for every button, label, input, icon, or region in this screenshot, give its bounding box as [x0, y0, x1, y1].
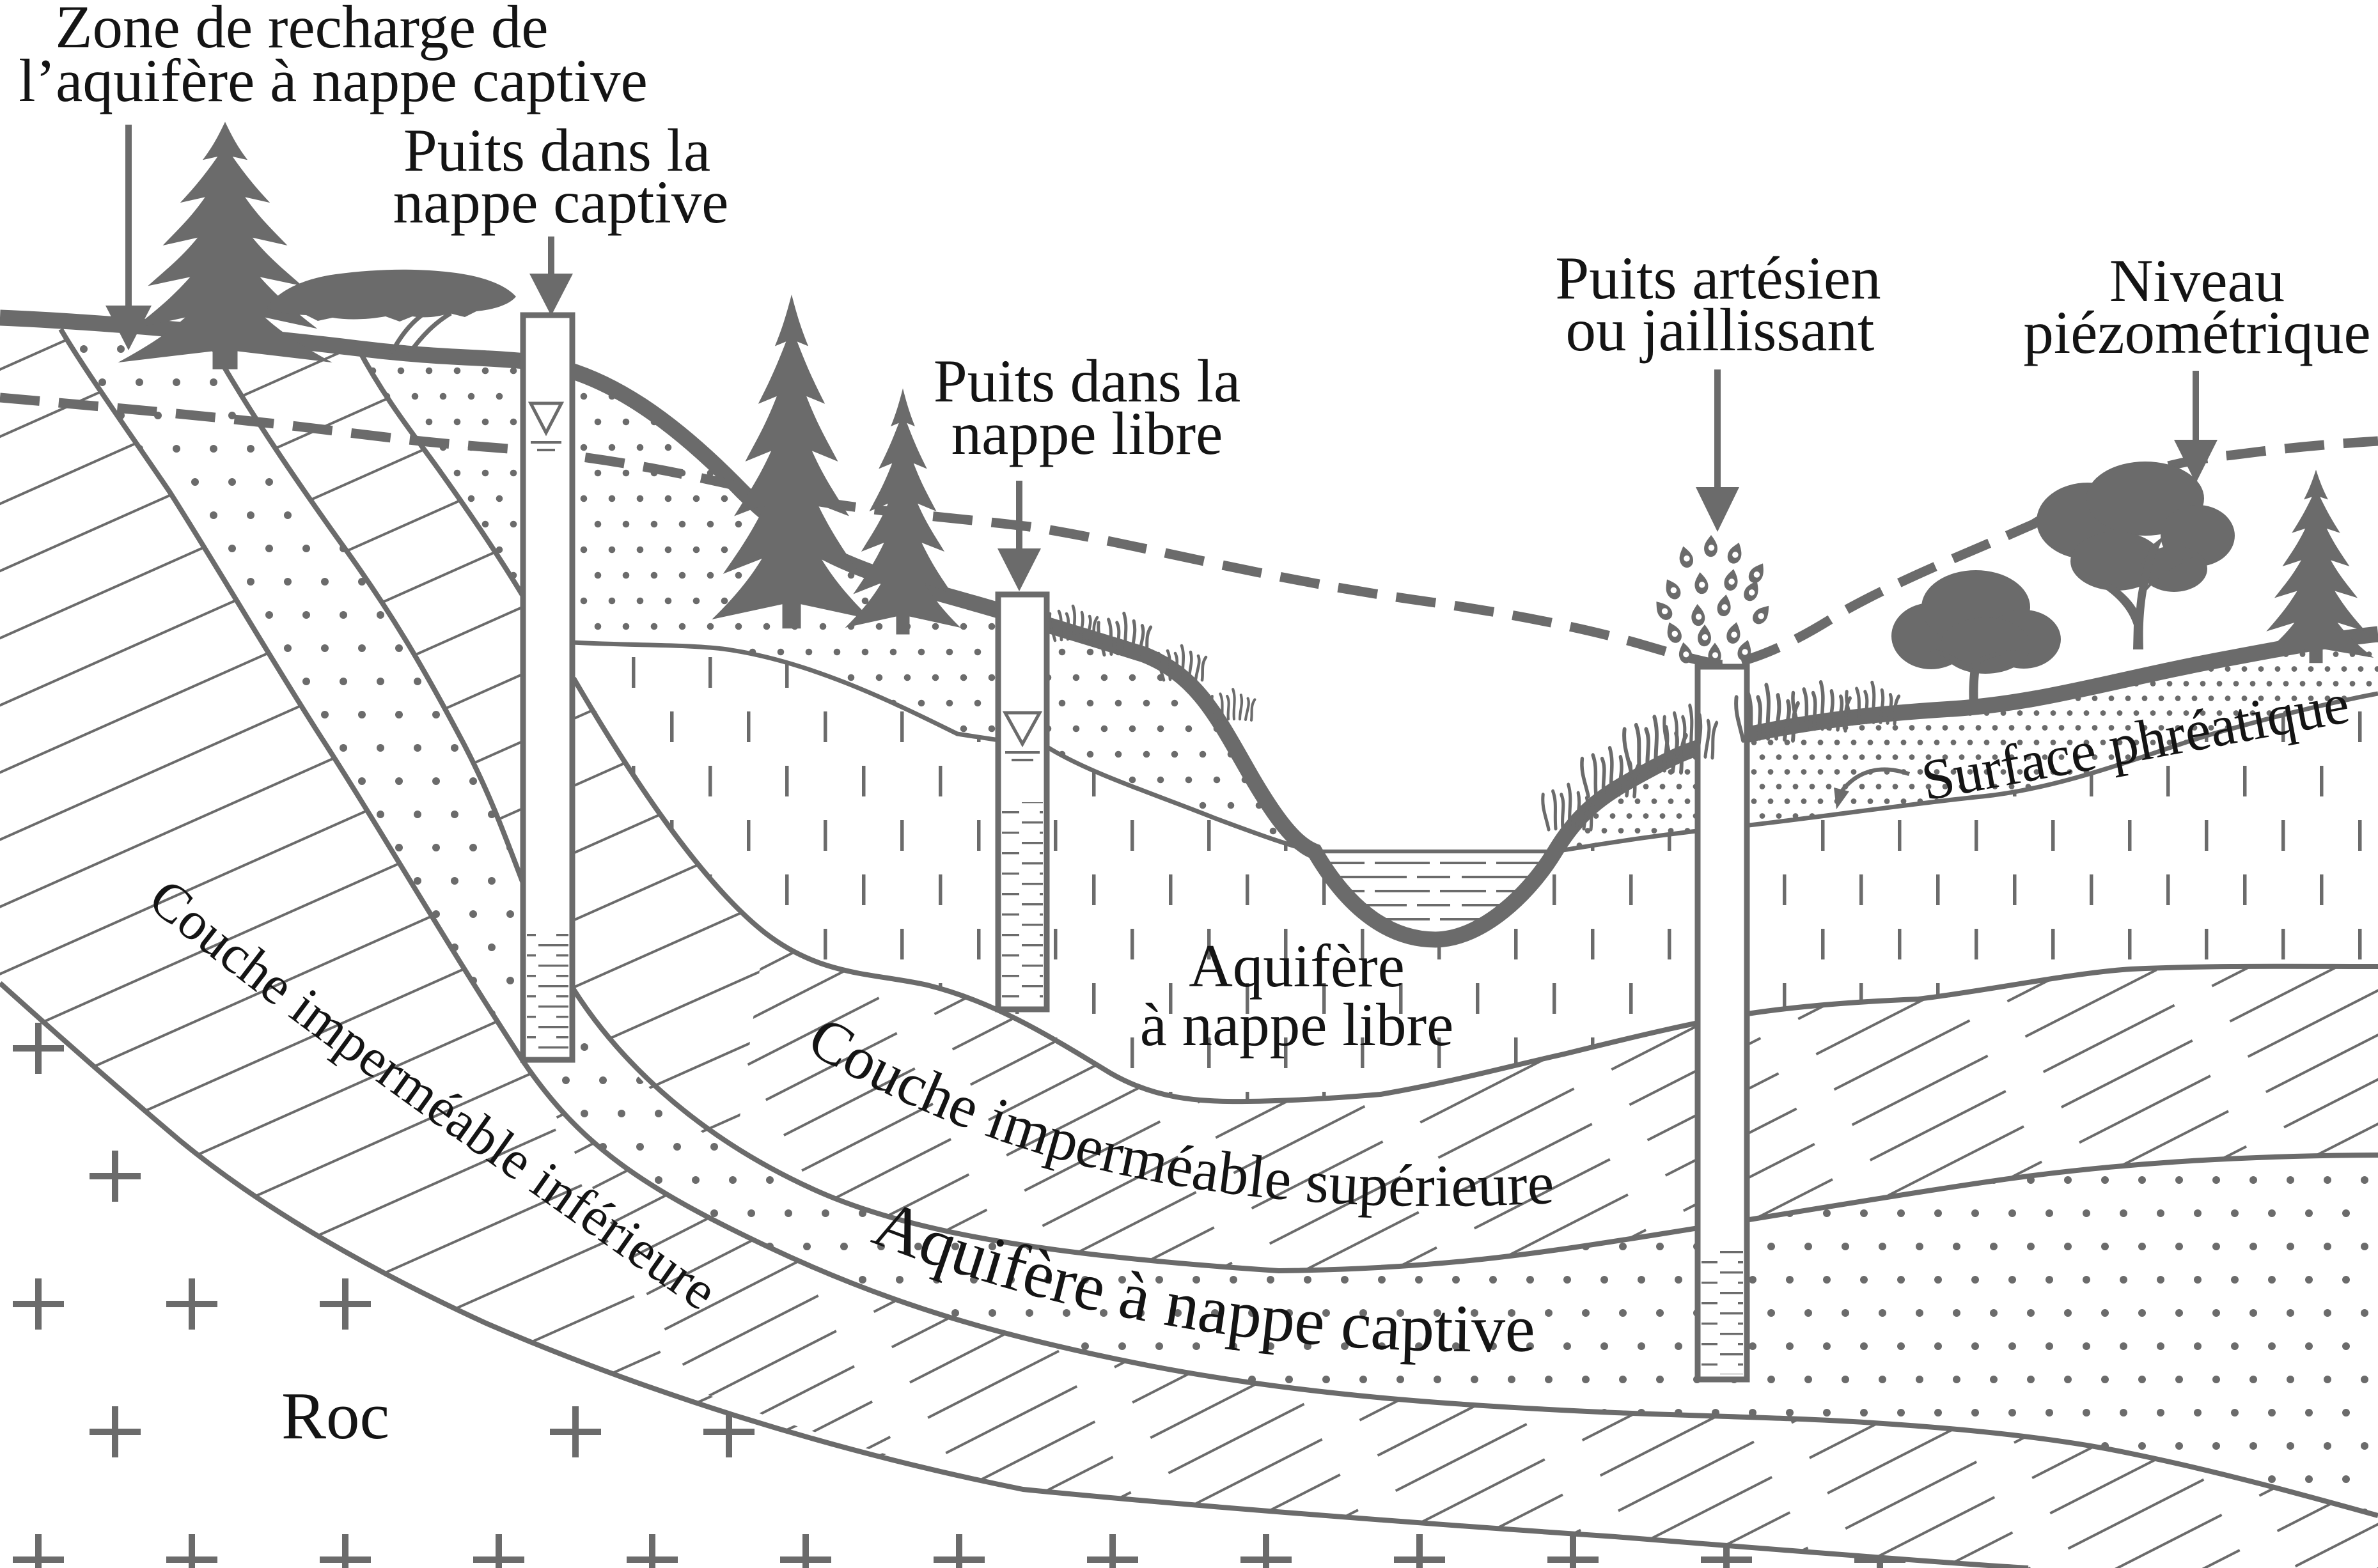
svg-text:Zone de recharge de: Zone de recharge de	[56, 0, 549, 61]
svg-text:Puits artésien: Puits artésien	[1555, 244, 1881, 312]
svg-text:nappe libre: nappe libre	[951, 400, 1223, 467]
svg-text:à nappe libre: à nappe libre	[1140, 991, 1454, 1059]
svg-text:Aquifère: Aquifère	[1189, 932, 1405, 1000]
svg-text:Puits dans la: Puits dans la	[934, 347, 1240, 415]
svg-text:l’aquifère à nappe captive: l’aquifère à nappe captive	[19, 47, 648, 114]
svg-text:Puits dans la: Puits dans la	[403, 116, 710, 184]
svg-text:Roc: Roc	[281, 1378, 389, 1453]
svg-text:ou jaillissant: ou jaillissant	[1566, 296, 1875, 364]
svg-text:nappe captive: nappe captive	[393, 168, 729, 236]
svg-text:piézométrique: piézométrique	[2023, 299, 2370, 366]
svg-text:Niveau: Niveau	[2109, 247, 2285, 314]
